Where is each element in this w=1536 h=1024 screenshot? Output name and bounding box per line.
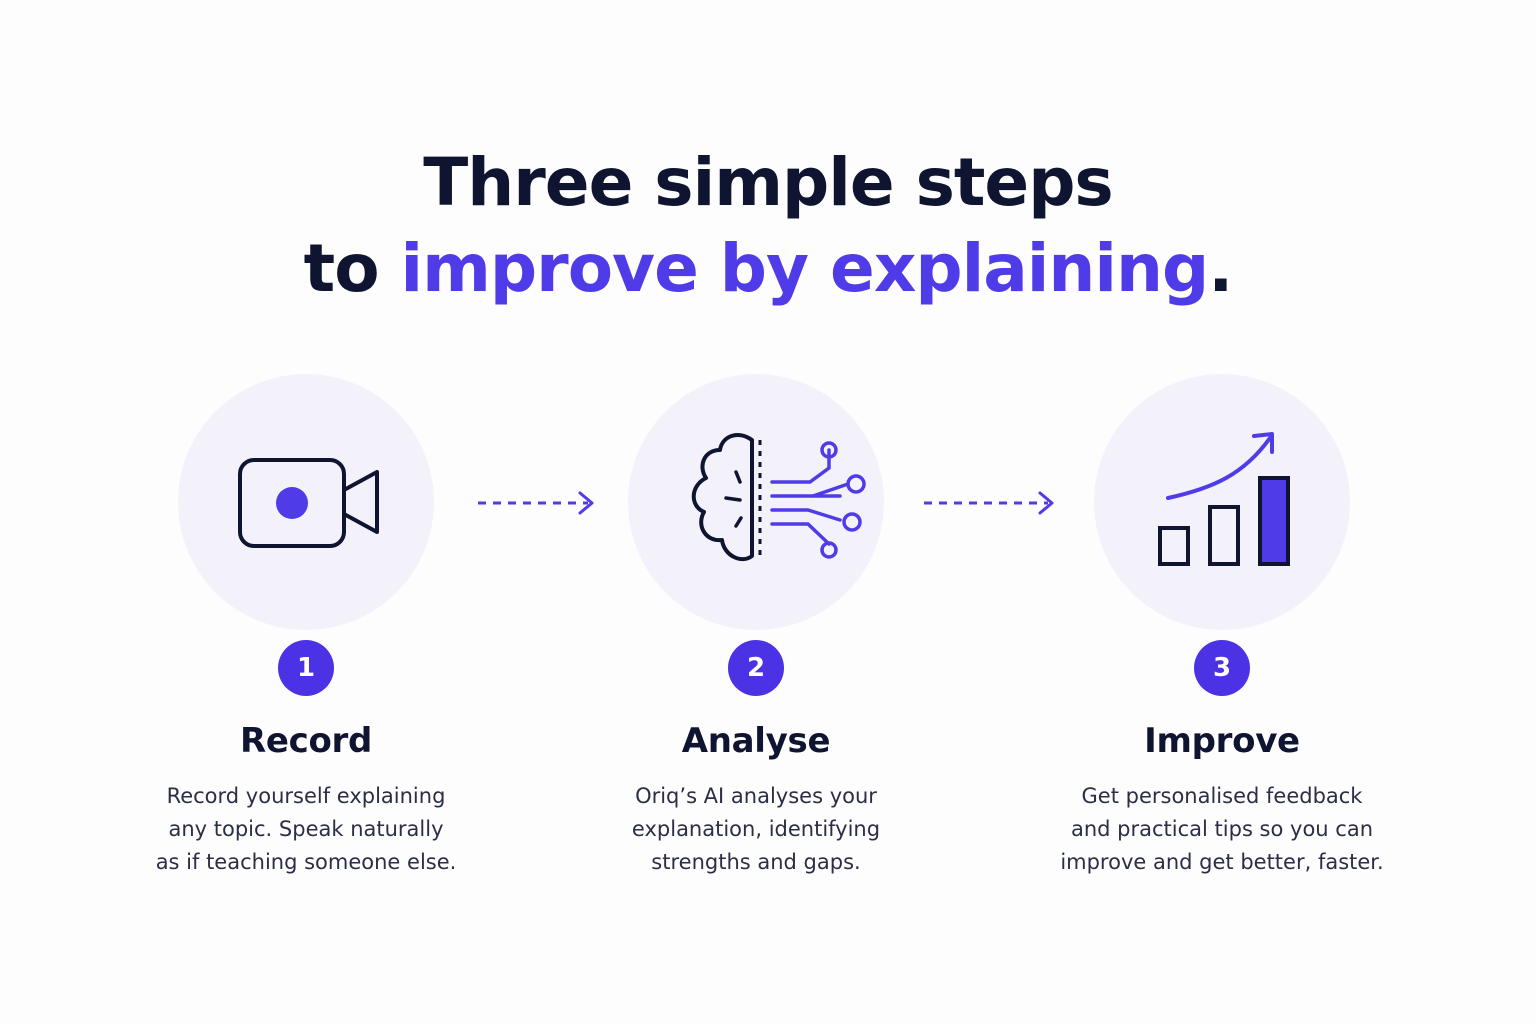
step-description-line: and practical tips so you can <box>1070 817 1374 841</box>
step-icon-circle <box>178 374 434 630</box>
step-title: Analyse <box>681 721 831 761</box>
dashed-arrow-icon <box>924 491 1054 515</box>
step-analyse: 2 Analyse Oriq’s AI analyses your explan… <box>586 374 926 879</box>
step-description: Record yourself explaining any topic. Sp… <box>141 780 471 879</box>
ai-brain-icon <box>691 433 866 562</box>
headline-line-2: to improve by explaining. <box>0 236 1536 302</box>
video-camera-icon <box>238 458 379 548</box>
step-description-line: Get personalised feedback <box>1081 784 1363 808</box>
step-description-line: any topic. Speak naturally <box>168 817 444 841</box>
step-title: Record <box>239 721 373 761</box>
step-description: Oriq’s AI analyses your explanation, ide… <box>591 780 921 879</box>
headline-prefix: to <box>303 230 401 307</box>
step-description: Get personalised feedback and practical … <box>1057 780 1387 879</box>
step-description-line: improve and get better, faster. <box>1060 850 1384 874</box>
headline-line-1: Three simple steps <box>0 150 1536 216</box>
step-description-line: explanation, identifying <box>631 817 881 841</box>
step-title: Improve <box>1144 721 1300 761</box>
step-icon-circle <box>628 374 884 630</box>
step-number-badge: 3 <box>1194 640 1250 696</box>
step-number-badge: 2 <box>728 640 784 696</box>
step-description-line: Record yourself explaining <box>166 784 446 808</box>
step-number-badge: 1 <box>278 640 334 696</box>
step-description-line: as if teaching someone else. <box>155 850 457 874</box>
step-description-line: strengths and gaps. <box>651 850 861 874</box>
headline-suffix: . <box>1208 230 1233 307</box>
growth-chart-icon <box>1158 432 1290 566</box>
step-improve: 3 Improve Get personalised feedback and … <box>1052 374 1392 879</box>
headline-accent: improve by explaining <box>400 230 1210 307</box>
dashed-arrow-icon <box>478 491 594 515</box>
step-icon-circle <box>1094 374 1350 630</box>
headline-text: Three simple steps <box>423 144 1113 221</box>
step-description-line: Oriq’s AI analyses your <box>635 784 877 808</box>
step-record: 1 Record Record yourself explaining any … <box>136 374 476 879</box>
